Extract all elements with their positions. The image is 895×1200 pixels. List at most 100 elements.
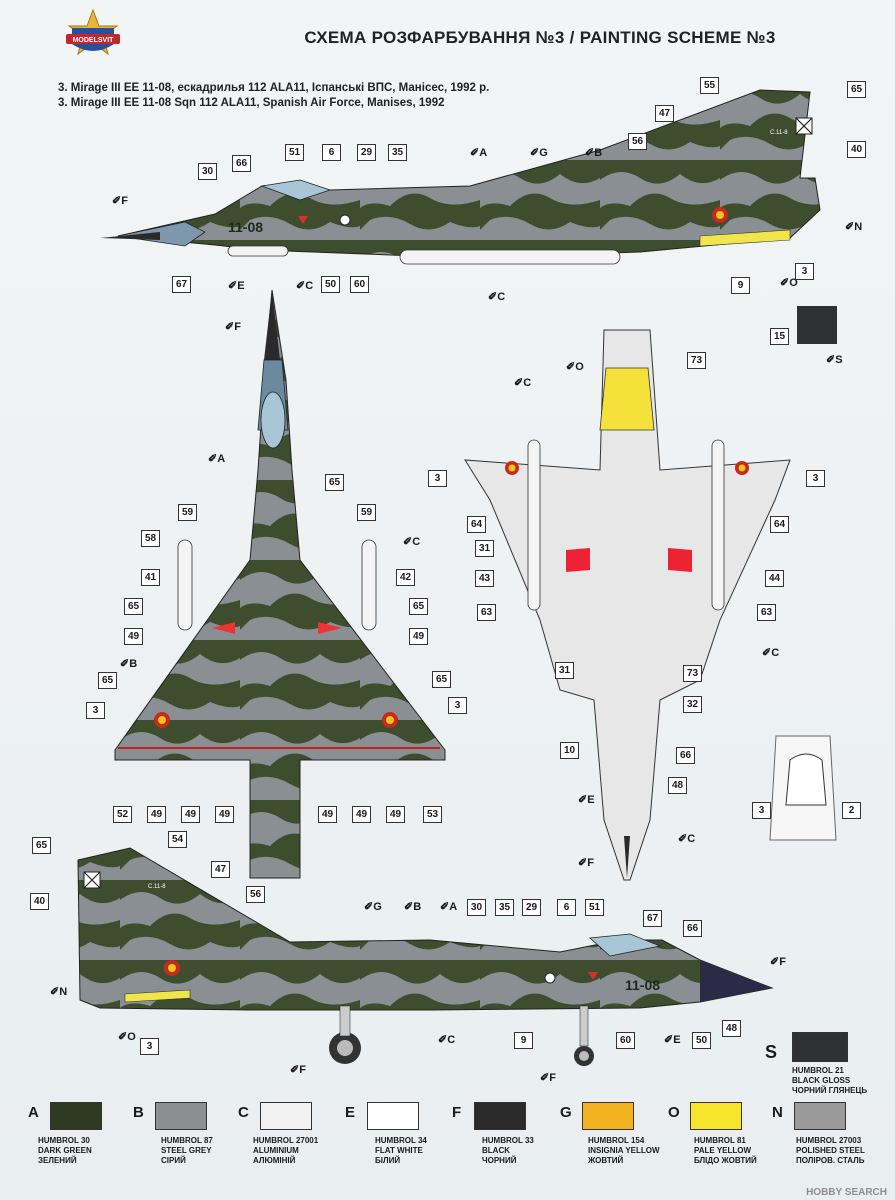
callout: 30 <box>467 899 486 916</box>
swatch-color <box>474 1102 526 1130</box>
paint-ref: ✐E <box>578 794 595 806</box>
side-view-right: 11-08 C.11-8 <box>77 847 774 1066</box>
paint-ref: ✐N <box>50 986 68 998</box>
swatch-humbrol: HUMBROL 34 <box>375 1136 427 1145</box>
callout: 50 <box>321 276 340 293</box>
swatch-name-en: INSIGNIA YELLOW <box>588 1146 660 1155</box>
swatch-name-ua: ПОЛІРОВ. СТАЛЬ <box>796 1156 865 1165</box>
callout: 9 <box>514 1032 533 1049</box>
callout: 49 <box>124 628 143 645</box>
paint-legend: A HUMBROL 30 DARK GREEN ЗЕЛЕНИЙ B HUMBRO… <box>0 1100 895 1200</box>
callout: 48 <box>668 777 687 794</box>
paint-ref: ✐C <box>762 647 780 659</box>
callout: 53 <box>423 806 442 823</box>
callout: 51 <box>585 899 604 916</box>
paint-ref: ✐A <box>470 147 488 159</box>
logo-text: MODELSVIT <box>73 37 115 44</box>
callout: 64 <box>770 516 789 533</box>
callout: 64 <box>467 516 486 533</box>
callout: 65 <box>98 672 117 689</box>
callout: 73 <box>683 665 702 682</box>
callout: 50 <box>692 1032 711 1049</box>
callout: 49 <box>386 806 405 823</box>
callout: 60 <box>350 276 369 293</box>
swatch-name-ua: АЛЮМІНІЙ <box>253 1156 296 1165</box>
callout: 3 <box>806 470 825 487</box>
swatch-name-en: DARK GREEN <box>38 1146 92 1155</box>
callout: 47 <box>211 861 230 878</box>
swatch-name-en: BLACK GLOSS <box>792 1076 851 1085</box>
paint-ref: ✐F <box>112 195 128 207</box>
paint-ref: ✐B <box>404 901 422 913</box>
callout: 49 <box>215 806 234 823</box>
callout: 65 <box>124 598 143 615</box>
aircraft-artwork: 11-08 C.11-8 <box>77 89 837 1066</box>
callout: 41 <box>141 569 160 586</box>
canopy-inset <box>769 735 837 841</box>
swatch-letter: O <box>668 1104 680 1121</box>
callout: 65 <box>847 81 866 98</box>
callout: 58 <box>141 530 160 547</box>
swatch-letter: G <box>560 1104 572 1121</box>
swatch-color <box>690 1102 742 1130</box>
modelsvit-logo: MODELSVIT <box>66 8 120 56</box>
callout: 60 <box>616 1032 635 1049</box>
paint-ref: ✐B <box>585 147 603 159</box>
callout: 40 <box>30 893 49 910</box>
paint-ref: ✐C <box>514 377 532 389</box>
callout: 10 <box>560 742 579 759</box>
swatch-letter: B <box>133 1104 144 1121</box>
callout: 49 <box>352 806 371 823</box>
callout: 65 <box>409 598 428 615</box>
swatch-name-ua: БІЛИЙ <box>375 1156 401 1165</box>
swatch-name-en: ALUMINIUM <box>253 1146 299 1155</box>
callout: 66 <box>676 747 695 764</box>
swatch-humbrol: HUMBROL 81 <box>694 1136 746 1145</box>
callout: 49 <box>147 806 166 823</box>
paint-ref: ✐G <box>530 147 548 159</box>
callout: 40 <box>847 141 866 158</box>
swatch-color <box>582 1102 634 1130</box>
swatch-color <box>367 1102 419 1130</box>
subtitle-ua: 3. Mirage III EE 11-08, ескадрилья 112 A… <box>58 82 490 94</box>
swatch-humbrol: HUMBROL 27001 <box>253 1136 319 1145</box>
swatch-humbrol: HUMBROL 21 <box>792 1066 844 1075</box>
callout: 30 <box>198 163 217 180</box>
swatch-name-ua: ЧОРНИЙ ГЛЯНЕЦЬ <box>792 1086 868 1095</box>
swatch-name-en: STEEL GREY <box>161 1146 212 1155</box>
paint-ref: ✐F <box>540 1072 556 1084</box>
swatch-name-ua: ЗЕЛЕНИЙ <box>38 1156 77 1165</box>
swatch-name-ua: ЧОРНИЙ <box>482 1156 517 1165</box>
paint-ref: ✐E <box>664 1034 681 1046</box>
side-code-bottom: 11-08 <box>625 977 660 993</box>
paint-ref: ✐C <box>678 833 696 845</box>
callout: 42 <box>396 569 415 586</box>
paint-ref: ✐F <box>225 321 241 333</box>
paint-ref: ✐F <box>578 857 594 869</box>
watermark-text: HOBBY SEARCH <box>806 1187 887 1198</box>
page-title: СХЕМА РОЗФАРБУВАННЯ №3 / PAINTING SCHEME… <box>304 28 776 47</box>
paint-ref: ✐B <box>120 658 138 670</box>
callout: 48 <box>722 1020 741 1037</box>
paint-ref: ✐O <box>566 361 584 373</box>
paint-ref: ✐A <box>208 453 226 465</box>
subtitle-en: 3. Mirage III EE 11-08 Sqn 112 ALA11, Sp… <box>58 97 445 109</box>
swatch-humbrol: HUMBROL 154 <box>588 1136 645 1145</box>
paint-ref: ✐E <box>228 280 245 292</box>
swatch-letter: A <box>28 1104 39 1121</box>
swatch-name-en: BLACK <box>482 1146 510 1155</box>
callout: 9 <box>731 277 750 294</box>
swatch-color <box>260 1102 312 1130</box>
paint-ref: ✐O <box>118 1031 136 1043</box>
paint-ref: ✐O <box>780 277 798 289</box>
callout: 3 <box>140 1038 159 1055</box>
callout: 56 <box>628 133 647 150</box>
swatch-letter: C <box>238 1104 249 1121</box>
tail-code-bottom: C.11-8 <box>148 884 166 890</box>
swatch-letter: N <box>772 1104 783 1121</box>
swatch-letter: F <box>452 1104 462 1121</box>
plan-view <box>114 289 446 879</box>
paint-ref: ✐C <box>296 280 314 292</box>
tail-code-top: C.11-8 <box>770 130 788 136</box>
